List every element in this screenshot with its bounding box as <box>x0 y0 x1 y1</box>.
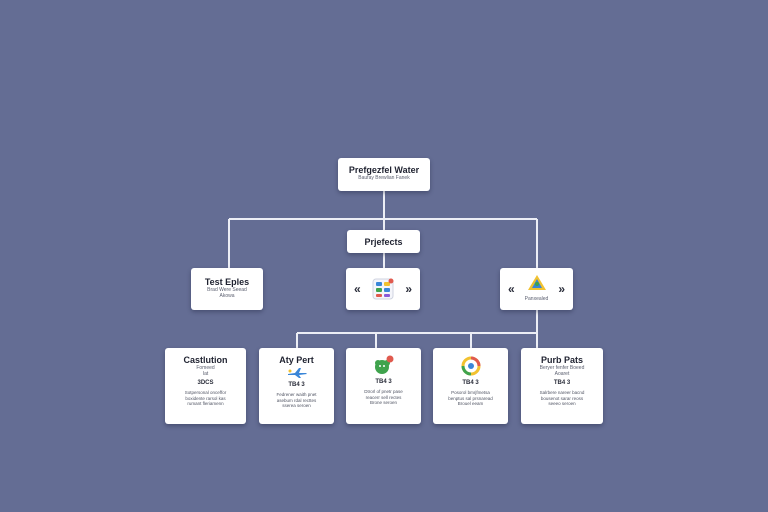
level3-card-1-desc: Sotpersonal onceffor boxidente rarsol ka… <box>184 390 227 406</box>
level3-card-5-code: TB4 3 <box>553 380 571 386</box>
level3-card-1-sub2: Iat <box>202 371 209 377</box>
level3-card-1-sub1: Fomeed <box>196 365 215 371</box>
level3-card-2-code: TB4 3 <box>288 382 305 388</box>
level3-card-1-title: Castlution <box>183 355 228 365</box>
level3-card-4-desc: Posorol bmrjfmetsa benptus sal prsnaread… <box>448 390 493 406</box>
level3-card-5-sub2: Aoaret <box>554 371 570 377</box>
middle-title: Prjefects <box>364 237 403 247</box>
level2-left-title: Test Eples <box>204 277 250 287</box>
level3-card-4[interactable]: TB4 3 Posorol bmrjfmetsa benptus sal prs… <box>433 348 508 424</box>
level3-card-5-desc: Salrbere nareer bacnd bousenot sarar reo… <box>539 390 585 406</box>
level3-card-2-desc: Fedrener waith pnet asebum rdal recttes … <box>276 392 317 408</box>
level2-right-caption: Panxealed <box>524 296 549 302</box>
level3-card-1[interactable]: Castlution Fomeed Iat 3DCS Sotpersonal o… <box>165 348 246 424</box>
level3-card-5-sub1: Beryer fenfer Boeed <box>539 365 585 371</box>
blob-icon <box>374 355 393 374</box>
level2-center-card[interactable]: « » <box>346 268 420 310</box>
level2-right-card[interactable]: « Panxealed » <box>500 268 573 310</box>
level3-card-4-code: TB4 3 <box>462 380 479 386</box>
chevron-left-icon[interactable]: « <box>354 282 361 296</box>
level3-card-2-title: Aty Pert <box>279 355 314 365</box>
root-card[interactable]: Prefgezfel Water Baufay Brewlian Fanek <box>338 158 430 191</box>
plane-icon <box>287 368 307 378</box>
level3-card-3-desc: Dtrorl of pnetr pase reacerr sell rectes… <box>364 389 403 405</box>
middle-card[interactable]: Prjefects <box>347 230 420 253</box>
root-title: Prefgezfel Water <box>348 165 420 175</box>
level2-left-card[interactable]: Test Eples Brad Were Seead Akowa <box>191 268 263 310</box>
level3-card-3-code: TB4 3 <box>375 379 392 385</box>
level2-left-note: Akowa <box>219 293 235 299</box>
level3-card-3[interactable]: TB4 3 Dtrorl of pnetr pase reacerr sell … <box>346 348 421 424</box>
level3-card-5[interactable]: Purb Pats Beryer fenfer Boeed Aoaret TB4… <box>521 348 603 424</box>
root-subtitle: Baufay Brewlian Fanek <box>358 175 410 181</box>
level3-card-2[interactable]: Aty Pert TB4 3 Fedrener waith pnet asebu… <box>259 348 334 424</box>
chevron-right-icon[interactable]: » <box>558 282 565 296</box>
level3-card-1-code: 3DCS <box>197 380 214 386</box>
pyramid-icon <box>528 275 546 290</box>
level2-left-subtitle: Brad Were Seead <box>207 287 247 293</box>
chevron-right-icon[interactable]: » <box>405 282 412 296</box>
ring-icon <box>461 356 480 376</box>
level3-card-5-title: Purb Pats <box>540 355 583 365</box>
chevron-left-icon[interactable]: « <box>508 282 515 296</box>
app-grid-icon <box>372 278 394 300</box>
